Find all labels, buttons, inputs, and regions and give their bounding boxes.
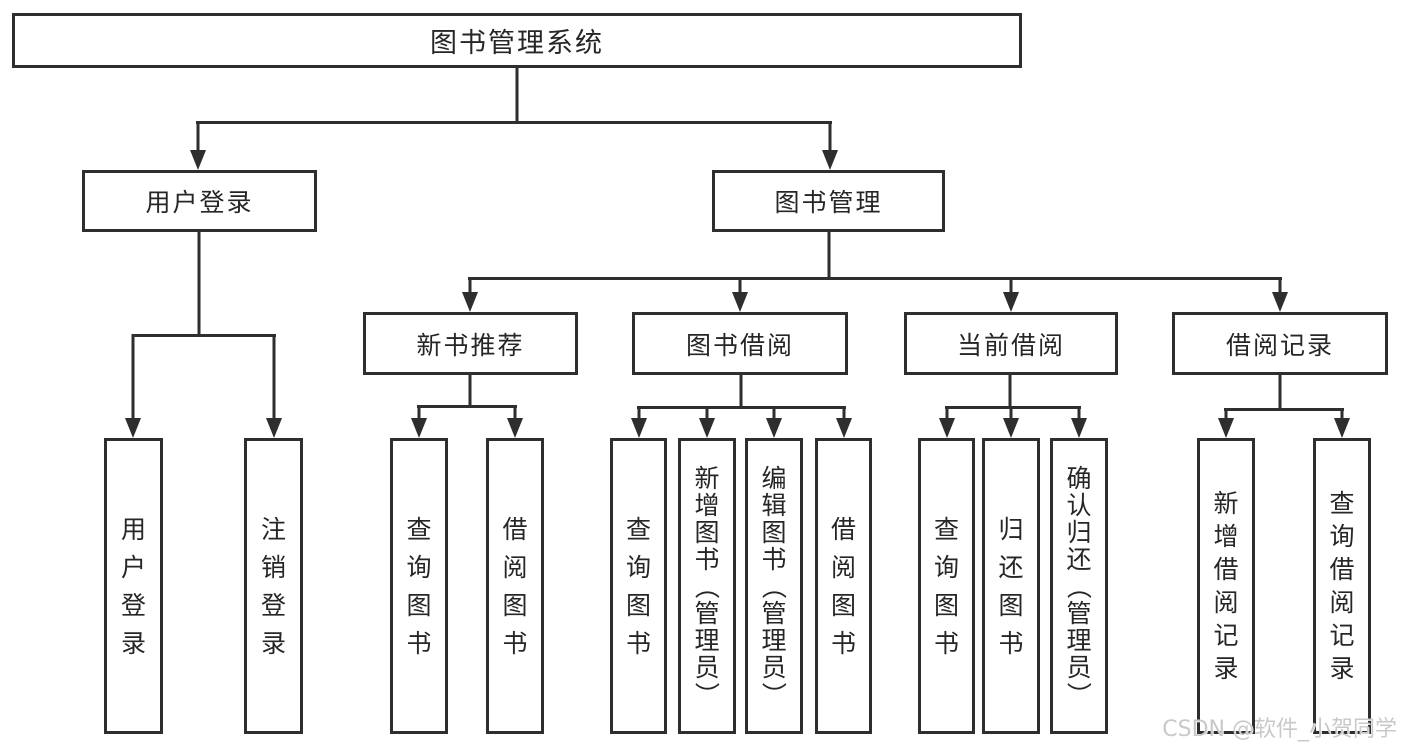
- leaf-recommend-query-book-label: 查询图书: [406, 514, 432, 658]
- node-root-label: 图书管理系统: [430, 28, 604, 59]
- connector-drop: [417, 405, 421, 420]
- arrow-down-icon: [1003, 292, 1019, 312]
- node-book-borrow: 图书借阅: [632, 312, 848, 375]
- node-borrow-records-label: 借阅记录: [1225, 330, 1334, 360]
- connector-borrow-records-stem: [1278, 375, 1282, 410]
- arrow-down-icon: [1003, 418, 1019, 438]
- arrow-down-icon: [1272, 292, 1288, 312]
- node-current-borrow-label: 当前借阅: [956, 330, 1065, 360]
- leaf-add-book-admin-label: 新增图书（管理员）: [692, 463, 722, 707]
- leaf-return-book: 归还图书: [982, 438, 1040, 734]
- connector-book-borrow-stem: [739, 375, 743, 408]
- leaf-recommend-borrow-book: 借阅图书: [486, 438, 544, 734]
- node-root: 图书管理系统: [12, 13, 1022, 68]
- leaf-query-borrow-record-label: 查询借阅记录: [1329, 489, 1355, 683]
- connector-drop-leaf-logout: [272, 334, 276, 420]
- node-borrow-records: 借阅记录: [1172, 312, 1388, 375]
- connector-drop-leaf-user-login: [131, 334, 135, 420]
- node-book-management: 图书管理: [712, 170, 945, 232]
- arrow-down-icon: [462, 292, 478, 312]
- arrow-down-icon: [766, 418, 782, 438]
- leaf-current-query-book: 查询图书: [918, 438, 975, 734]
- leaf-recommend-borrow-book-label: 借阅图书: [502, 514, 528, 658]
- leaf-recommend-query-book: 查询图书: [390, 438, 448, 734]
- leaf-user-login: 用户登录: [104, 438, 163, 734]
- arrow-down-icon: [836, 418, 852, 438]
- connector-drop-borrow-records: [1278, 277, 1282, 294]
- node-new-book-recommend: 新书推荐: [363, 312, 578, 375]
- connector-drop: [1077, 406, 1081, 420]
- leaf-borrow-query-book: 查询图书: [610, 438, 667, 734]
- connector-drop-new-book-recommend: [468, 277, 472, 294]
- connector-drop-book-management: [828, 121, 832, 152]
- csdn-watermark: CSDN @软件_小贺同学: [1162, 717, 1397, 742]
- connector-borrow-records-hline: [1224, 408, 1344, 411]
- leaf-confirm-return-admin-label: 确认归还（管理员）: [1064, 463, 1094, 707]
- arrow-down-icon: [699, 418, 715, 438]
- connector-root-hline: [196, 121, 832, 124]
- arrow-down-icon: [125, 418, 141, 438]
- connector-drop: [637, 406, 641, 420]
- connector-current-borrow-hline: [945, 406, 1081, 409]
- arrow-down-icon: [822, 150, 838, 170]
- leaf-return-book-label: 归还图书: [998, 514, 1024, 658]
- arrow-down-icon: [190, 150, 206, 170]
- leaf-add-borrow-record: 新增借阅记录: [1197, 438, 1255, 734]
- arrow-down-icon: [939, 418, 955, 438]
- connector-recommend-stem: [468, 375, 472, 407]
- leaf-borrow-book-label: 借阅图书: [830, 514, 856, 658]
- arrow-down-icon: [411, 418, 427, 438]
- connector-drop-book-borrow: [738, 277, 742, 294]
- arrow-down-icon: [1071, 418, 1087, 438]
- connector-drop: [705, 406, 709, 420]
- connector-drop: [772, 406, 776, 420]
- arrow-down-icon: [732, 292, 748, 312]
- connector-book-management-stem: [827, 231, 831, 280]
- leaf-add-book-admin: 新增图书（管理员）: [678, 438, 736, 734]
- leaf-logout: 注销登录: [244, 438, 303, 734]
- arrow-down-icon: [631, 418, 647, 438]
- connector-book-management-hline: [468, 277, 1282, 280]
- leaf-borrow-query-book-label: 查询图书: [625, 514, 651, 658]
- leaf-edit-book-admin-label: 编辑图书（管理员）: [759, 463, 789, 707]
- leaf-current-query-book-label: 查询图书: [933, 514, 959, 658]
- leaf-user-login-label: 用户登录: [120, 514, 146, 658]
- arrow-down-icon: [266, 418, 282, 438]
- arrow-down-icon: [507, 418, 523, 438]
- connector-root-stem: [515, 66, 519, 124]
- connector-drop: [945, 406, 949, 420]
- arrow-down-icon: [1218, 418, 1234, 438]
- connector-user-login-stem: [197, 232, 201, 336]
- node-book-management-label: 图书管理: [774, 188, 883, 217]
- node-book-borrow-label: 图书借阅: [685, 330, 794, 360]
- connector-drop: [1009, 406, 1013, 420]
- leaf-confirm-return-admin: 确认归还（管理员）: [1050, 438, 1108, 734]
- arrow-down-icon: [1334, 418, 1350, 438]
- connector-drop: [842, 406, 846, 420]
- leaf-query-borrow-record: 查询借阅记录: [1313, 438, 1371, 734]
- connector-current-borrow-stem: [1008, 375, 1012, 408]
- connector-drop-user-login: [196, 121, 200, 152]
- connector-drop: [513, 405, 517, 420]
- leaf-add-borrow-record-label: 新增借阅记录: [1213, 489, 1239, 683]
- connector-drop: [1224, 408, 1228, 420]
- leaf-borrow-book: 借阅图书: [815, 438, 872, 734]
- connector-drop-current-borrow: [1009, 277, 1013, 294]
- connector-user-login-hline: [132, 334, 276, 337]
- node-new-book-recommend-label: 新书推荐: [416, 330, 525, 360]
- node-user-login-label: 用户登录: [145, 188, 254, 217]
- node-current-borrow: 当前借阅: [904, 312, 1118, 375]
- connector-drop: [1340, 408, 1344, 420]
- leaf-edit-book-admin: 编辑图书（管理员）: [745, 438, 803, 734]
- connector-recommend-hline: [417, 405, 517, 408]
- node-user-login: 用户登录: [82, 170, 317, 232]
- leaf-logout-label: 注销登录: [260, 514, 286, 658]
- connector-book-borrow-hline: [637, 406, 846, 409]
